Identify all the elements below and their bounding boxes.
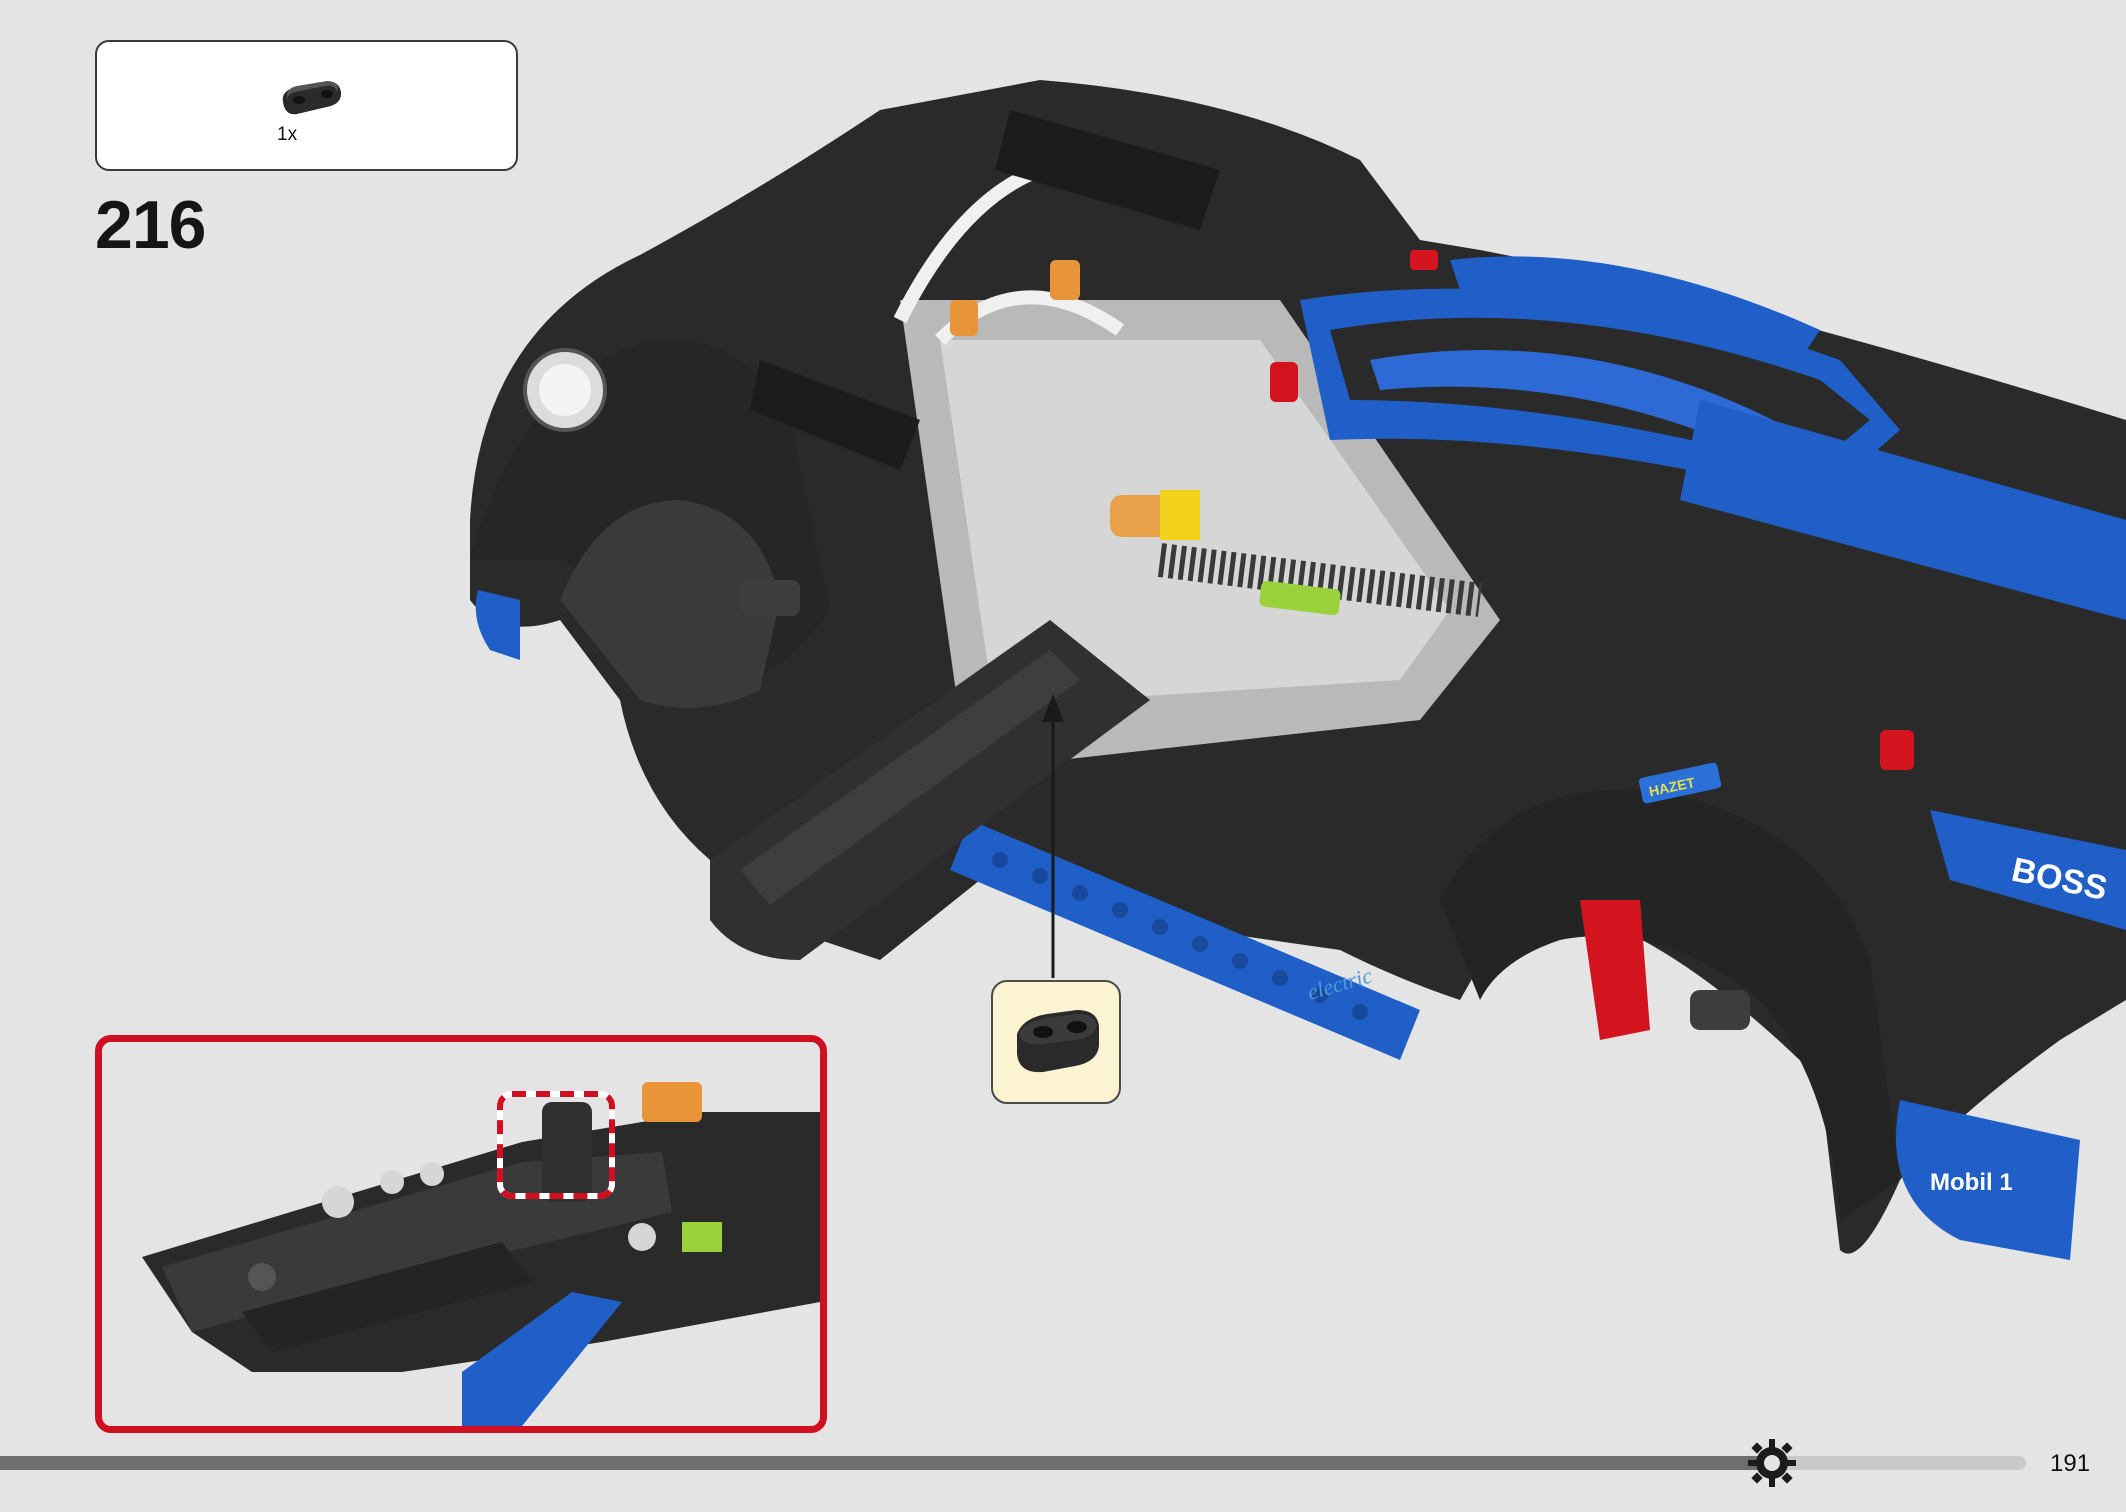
technic-connector-icon [1017,1010,1099,1073]
part-callout [991,980,1121,1104]
model-illustration: BOSS Mobil 1 HAZET electric [470,80,2126,1260]
mobil-decal: Mobil 1 [1930,1169,2013,1196]
step-number: 216 [95,187,206,263]
part-quantity: 1x [277,124,298,145]
page-number: 191 [2050,1450,2091,1477]
progress-bar [0,1456,2026,1470]
parts-list-box: 1x [95,40,518,171]
progress-fill [0,1456,1763,1470]
gear-icon [1748,1439,1796,1487]
zoom-illustration [142,1082,820,1426]
technic-connector-icon [282,81,342,115]
zoom-detail-box [95,1035,827,1433]
